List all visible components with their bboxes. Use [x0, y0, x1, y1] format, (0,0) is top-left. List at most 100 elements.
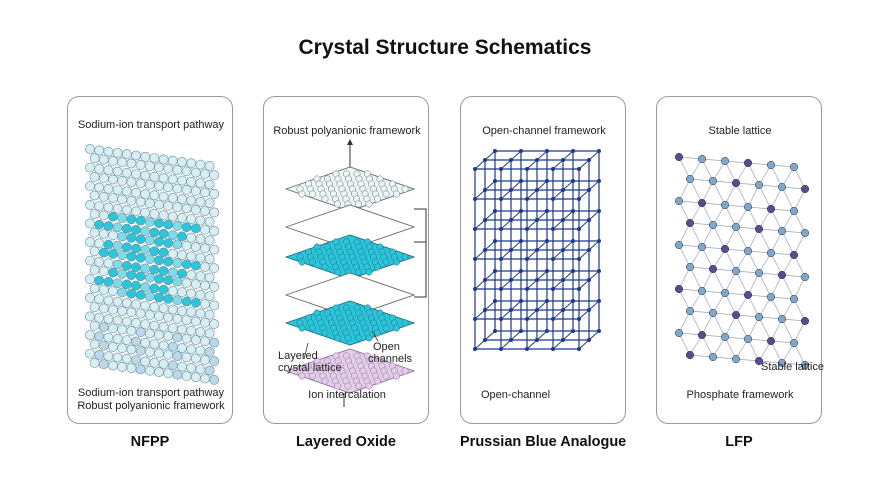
nfpp-sphere [186, 195, 197, 206]
grid-edge [510, 150, 522, 161]
lattice-bond [781, 186, 795, 212]
nfpp-sphere [167, 174, 178, 185]
nfpp-sphere [131, 150, 141, 161]
nfpp-sphere [135, 234, 146, 245]
nfpp-sphere [94, 238, 105, 249]
lattice-bond [712, 312, 726, 338]
grid-node [561, 278, 565, 282]
nfpp-sphere [94, 294, 105, 304]
nfpp-sphere [186, 177, 197, 187]
grid-edge [588, 330, 600, 341]
layer-atom [298, 258, 306, 266]
nfpp-sphere [108, 304, 118, 315]
lattice-bond [747, 294, 760, 318]
lattice-bond [712, 268, 726, 294]
nfpp-sphere [126, 232, 137, 243]
grid-node [597, 179, 601, 183]
nfpp-sphere [204, 253, 215, 264]
nfpp-sphere [126, 195, 137, 206]
layer-atom [374, 195, 381, 203]
nfpp-sphere [144, 254, 155, 264]
lattice-bond [689, 222, 703, 248]
leader-line [303, 342, 309, 360]
nfpp-sphere [172, 369, 183, 380]
nfpp-sphere [158, 210, 169, 221]
lattice-bond [770, 340, 783, 364]
lattice-atom [720, 332, 730, 342]
nfpp-sphere [103, 165, 114, 176]
nfpp-sphere [94, 275, 105, 286]
side-bracket [414, 208, 427, 298]
grid-node [571, 209, 575, 213]
prussian-grid [473, 149, 601, 351]
nfpp-sphere [177, 157, 187, 167]
nfpp-sphere [85, 162, 95, 173]
nfpp-sphere [181, 240, 192, 251]
lattice-atom [731, 266, 741, 276]
lattice-bond [724, 160, 737, 184]
lattice-atom [800, 272, 810, 282]
nfpp-sphere [135, 327, 146, 338]
nfpp-sphere [98, 303, 109, 314]
lattice-atom [743, 290, 753, 300]
layer-atom [344, 334, 352, 342]
nfpp-sphere [98, 247, 109, 258]
nfpp-sphere [98, 359, 109, 370]
nfpp-sphere [149, 264, 160, 275]
nfpp-sphere [190, 204, 201, 215]
layer-atom [321, 377, 329, 385]
grid-edge [578, 219, 590, 230]
nfpp-sphere [131, 280, 141, 291]
grid-node [535, 188, 539, 192]
grid-edge [474, 249, 486, 260]
grid-edge [500, 309, 512, 320]
grid-edge [552, 339, 564, 350]
nfpp-sphere [167, 155, 178, 166]
layered-stack [284, 139, 427, 407]
nfpp-sphere [144, 365, 155, 376]
nfpp-sphere [108, 341, 118, 352]
nfpp-sphere [149, 320, 160, 331]
grid-edge [552, 279, 564, 290]
grid-edge [578, 309, 590, 320]
nfpp-sphere [195, 327, 206, 337]
grid-node [597, 299, 601, 303]
nfpp-sphere [108, 156, 118, 166]
nfpp-sphere [98, 340, 109, 351]
nfpp-sphere [98, 191, 109, 202]
nfpp-sphere [200, 187, 210, 198]
nfpp-sphere [108, 323, 118, 334]
lattice-atom [697, 198, 707, 208]
nfpp-sphere [158, 266, 169, 276]
lattice-atom [766, 336, 776, 346]
nfpp-sphere [195, 252, 206, 263]
grid-node [561, 248, 565, 252]
grid-edge [510, 240, 522, 251]
lattice-bond [770, 230, 783, 254]
layer-atom [401, 185, 409, 193]
lattice-bond [701, 312, 714, 336]
nfpp-sphere [140, 226, 151, 237]
nfpp-sphere [98, 154, 109, 165]
nfpp-sphere [181, 315, 192, 325]
nfpp-sphere [186, 325, 197, 336]
nfpp-sphere [181, 166, 192, 177]
lattice-bond [747, 206, 760, 230]
nfpp-sphere [140, 282, 151, 292]
nfpp-sphere [103, 146, 114, 157]
lattice-bond [678, 178, 691, 202]
nfpp-sphere [89, 264, 100, 275]
nfpp-sphere [154, 236, 164, 247]
nfpp-sphere [131, 317, 141, 328]
grid-node [509, 248, 513, 252]
nfpp-sphere [85, 255, 95, 266]
grid-edge [526, 189, 538, 200]
nfpp-sphere [117, 231, 128, 242]
nfpp-sphere [144, 217, 155, 227]
grid-edge [510, 330, 522, 341]
nfpp-sphere [186, 269, 197, 280]
grid-node [577, 287, 581, 291]
layer-atom [393, 258, 400, 266]
nfpp-sphere [131, 224, 141, 235]
lattice-bond [747, 316, 760, 340]
